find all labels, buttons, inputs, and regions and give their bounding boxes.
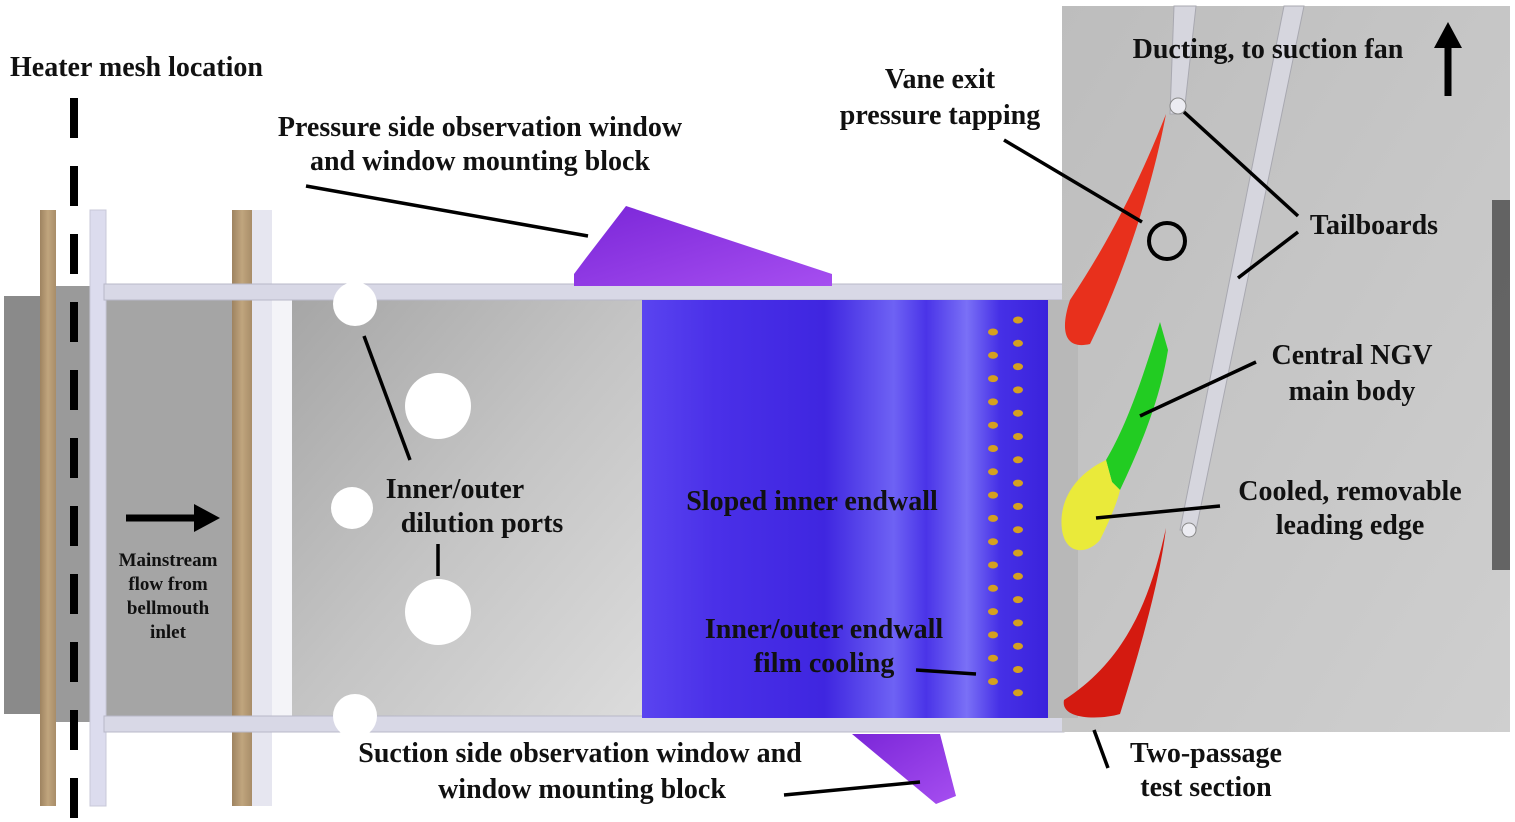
leader-ngv-body xyxy=(1139,360,1257,418)
film-cooling-hole xyxy=(1013,689,1023,697)
label-mainstream-3: bellmouth xyxy=(127,598,210,619)
label-cooled-le-1: Cooled, removable xyxy=(1238,476,1461,507)
leader-tailboard-upper xyxy=(1182,110,1300,218)
film-cooling-hole xyxy=(1013,526,1023,534)
label-film-cooling-2: film cooling xyxy=(754,648,895,679)
vane-upper xyxy=(1064,114,1166,346)
leader-leading-edge xyxy=(1095,504,1221,520)
cooled-leading-edge xyxy=(1061,460,1120,551)
film-cooling-hole xyxy=(1013,502,1023,510)
label-vane-exit-1: Vane exit xyxy=(885,64,996,95)
film-cooling-hole xyxy=(988,678,998,685)
film-cooling-hole xyxy=(988,398,998,406)
vane-lower xyxy=(1063,528,1166,718)
dilution-port xyxy=(405,579,471,645)
label-dilution-1: Inner/outer xyxy=(386,474,524,505)
bottom-rail xyxy=(103,715,1065,733)
label-suction-window-2: window mounting block xyxy=(438,774,726,805)
tailboard-pivot xyxy=(1169,97,1187,115)
leader-tailboard-lower xyxy=(1236,230,1300,280)
film-cooling-hole xyxy=(1013,409,1023,417)
pressure-side-window xyxy=(574,206,832,286)
leader-suction-window xyxy=(783,780,921,797)
inlet-duct-inner xyxy=(104,300,234,720)
wood-board-left xyxy=(40,210,56,806)
label-vane-exit-2: pressure tapping xyxy=(840,100,1040,131)
label-central-ngv-2: main body xyxy=(1289,376,1416,407)
film-cooling-hole xyxy=(988,538,998,546)
frame-light-right xyxy=(252,210,272,806)
flow-arrow-head xyxy=(194,504,220,532)
film-cooling-hole xyxy=(988,375,998,383)
film-cooling-hole xyxy=(1013,642,1023,650)
film-cooling-hole xyxy=(988,584,998,592)
film-cooling-hole xyxy=(988,468,998,476)
film-cooling-holes xyxy=(988,316,1023,697)
pressure-tapping-marker xyxy=(1147,221,1187,261)
leader-film-cooling xyxy=(915,668,977,676)
film-cooling-hole xyxy=(988,351,998,359)
label-mainstream-1: Mainstream xyxy=(119,550,218,571)
label-dilution-2: dilution ports xyxy=(401,508,564,539)
film-cooling-hole xyxy=(988,514,998,522)
dilution-port xyxy=(405,373,471,439)
film-cooling-hole xyxy=(988,421,998,429)
dilution-port xyxy=(333,694,377,738)
label-sloped-endwall: Sloped inner endwall xyxy=(686,486,938,517)
label-mainstream-2: flow from xyxy=(128,574,207,595)
label-test-section-2: test section xyxy=(1140,772,1272,803)
label-film-cooling-1: Inner/outer endwall xyxy=(705,614,943,645)
film-cooling-hole xyxy=(1013,433,1023,440)
film-cooling-hole xyxy=(988,654,998,662)
ngv-main-body xyxy=(1106,322,1168,490)
film-cooling-hole xyxy=(1013,456,1023,464)
film-cooling-hole xyxy=(988,491,998,499)
leader-vane-exit xyxy=(1003,138,1143,224)
rail-hardware xyxy=(1492,200,1510,570)
film-cooling-hole xyxy=(1013,316,1023,324)
film-cooling-hole xyxy=(1013,596,1023,604)
film-cooling-hole xyxy=(1013,666,1023,673)
film-cooling-hole xyxy=(988,445,998,452)
label-heater-mesh: Heater mesh location xyxy=(10,52,263,83)
label-central-ngv-1: Central NGV xyxy=(1272,340,1433,371)
film-cooling-hole xyxy=(1013,339,1023,347)
film-cooling-hole xyxy=(1013,549,1023,557)
leader-pressure-window xyxy=(305,184,589,238)
film-cooling-hole xyxy=(1013,572,1023,580)
dilution-port xyxy=(333,282,377,326)
film-cooling-hole xyxy=(988,631,998,639)
film-cooling-hole xyxy=(988,328,998,336)
film-cooling-hole xyxy=(1013,619,1023,627)
film-cooling-hole xyxy=(988,608,998,616)
dilution-port xyxy=(331,487,373,529)
label-test-section-1: Two-passage xyxy=(1130,738,1282,769)
leader-dilution-upper xyxy=(362,335,412,461)
label-cooled-le-2: leading edge xyxy=(1276,510,1425,541)
sloped-endwall xyxy=(642,300,1048,718)
wood-board-right xyxy=(232,210,252,806)
film-cooling-hole xyxy=(1013,363,1023,371)
ducting-arrow-head xyxy=(1434,22,1462,48)
leader-test-section xyxy=(1092,729,1110,769)
frame-light-left xyxy=(89,209,107,807)
label-pressure-window-2: and window mounting block xyxy=(310,146,650,177)
film-cooling-hole xyxy=(1013,386,1023,394)
tailboard-pivot xyxy=(1181,522,1197,538)
label-tailboards: Tailboards xyxy=(1310,210,1438,241)
chamber-wall-left xyxy=(272,300,292,720)
label-ducting: Ducting, to suction fan xyxy=(1133,34,1404,65)
label-suction-window-1: Suction side observation window and xyxy=(358,738,802,769)
label-mainstream-4: inlet xyxy=(150,622,187,643)
top-rail xyxy=(103,283,1075,301)
label-pressure-window-1: Pressure side observation window xyxy=(278,112,683,143)
film-cooling-hole xyxy=(1013,479,1023,487)
suction-side-window xyxy=(852,734,956,804)
film-cooling-hole xyxy=(988,561,998,569)
cascade-plate xyxy=(1062,6,1510,732)
